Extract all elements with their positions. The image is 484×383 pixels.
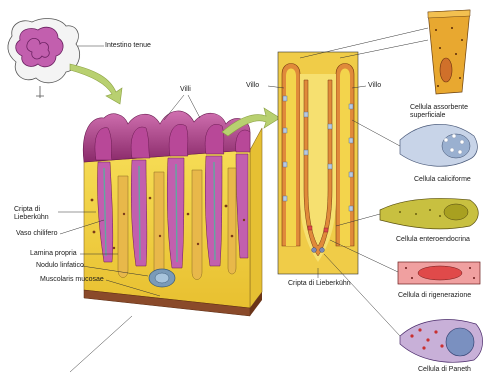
crypt-detail-panel [278,52,358,274]
label-crypt-left: Cripta di Lieberkühn [14,206,60,222]
label-villi-block: Villi [180,86,191,94]
cell-absorbent [428,10,470,94]
label-villo-right: Villo [368,82,381,90]
label-nodulo: Nodulo linfatico [36,262,84,270]
label-cell-paneth: Cellula di Paneth [418,366,471,374]
label-cell-goblet: Cellula caliciforme [414,176,471,184]
cell-enteroendocrine [380,198,478,228]
arrow-to-block [70,64,122,104]
cell-regeneration [398,262,480,284]
cell-goblet [400,124,477,166]
lymph-nodule [149,269,175,287]
label-villo-left: Villo [246,82,259,90]
cell-paneth [400,320,483,363]
label-cell-regen: Cellula di rigenerazione [398,292,471,300]
intestine-icon [8,19,80,98]
label-muscolaris: Muscolaris mucosae [40,276,104,284]
label-cell-absorb: Cellula assorbente superficiale [410,104,476,120]
label-intestine: Intestino tenue [105,42,151,50]
label-lamina: Lamina propria [30,250,77,258]
label-cell-entero: Cellula enteroendocrina [396,236,470,244]
label-vaso: Vaso chilifero [16,230,58,238]
label-crypt-detail: Cripta di Lieberkühn [288,280,351,288]
tissue-block [83,111,262,316]
